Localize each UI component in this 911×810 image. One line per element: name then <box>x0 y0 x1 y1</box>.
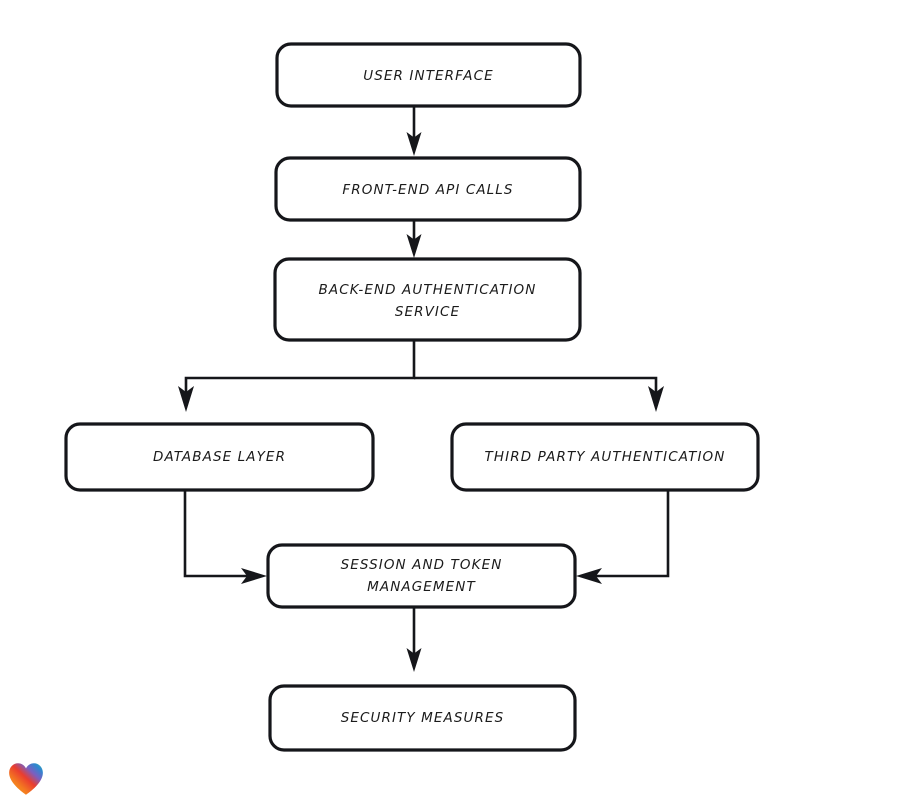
node-session-and-token-management-label-line1: SESSION AND TOKEN <box>341 557 503 573</box>
edge-database-to-session <box>183 490 267 584</box>
edge-ui-to-api <box>406 106 422 156</box>
edge-thirdparty-to-session <box>576 490 670 584</box>
node-database-layer[interactable]: DATABASE LAYER <box>64 422 375 492</box>
node-back-end-authentication-service-shape <box>273 257 582 342</box>
node-third-party-authentication-shape <box>450 422 760 492</box>
edge-session-to-security <box>406 607 422 672</box>
node-back-end-authentication-service-label-line1: BACK-END AUTHENTICATION <box>319 282 537 298</box>
edge-api-to-backend <box>406 220 422 258</box>
node-session-and-token-management-shape <box>266 543 577 609</box>
node-back-end-authentication-service-label-line2: SERVICE <box>395 304 460 320</box>
node-user-interface-shape <box>275 42 582 108</box>
node-security-measures-shape <box>268 684 577 752</box>
node-third-party-authentication[interactable]: THIRD PARTY AUTHENTICATION <box>450 422 760 492</box>
heart-icon <box>9 763 43 795</box>
node-security-measures[interactable]: SECURITY MEASURES <box>268 684 577 752</box>
edge-backend-to-database <box>178 340 416 412</box>
node-database-layer-label: DATABASE LAYER <box>153 449 286 465</box>
node-security-measures-label: SECURITY MEASURES <box>341 710 505 726</box>
node-front-end-api-calls-shape <box>274 156 582 222</box>
node-back-end-authentication-service[interactable]: BACK-END AUTHENTICATION SERVICE <box>273 257 582 342</box>
node-database-layer-shape <box>64 422 375 492</box>
node-session-and-token-management[interactable]: SESSION AND TOKEN MANAGEMENT <box>266 543 577 609</box>
node-front-end-api-calls-label: FRONT-END API CALLS <box>342 182 513 198</box>
node-third-party-authentication-label: THIRD PARTY AUTHENTICATION <box>485 449 726 465</box>
node-user-interface-label: USER INTERFACE <box>363 68 493 84</box>
node-user-interface[interactable]: USER INTERFACE <box>275 42 582 108</box>
node-session-and-token-management-label-line2: MANAGEMENT <box>367 579 476 595</box>
edge-backend-to-thirdparty <box>414 376 664 412</box>
node-front-end-api-calls[interactable]: FRONT-END API CALLS <box>274 156 582 222</box>
